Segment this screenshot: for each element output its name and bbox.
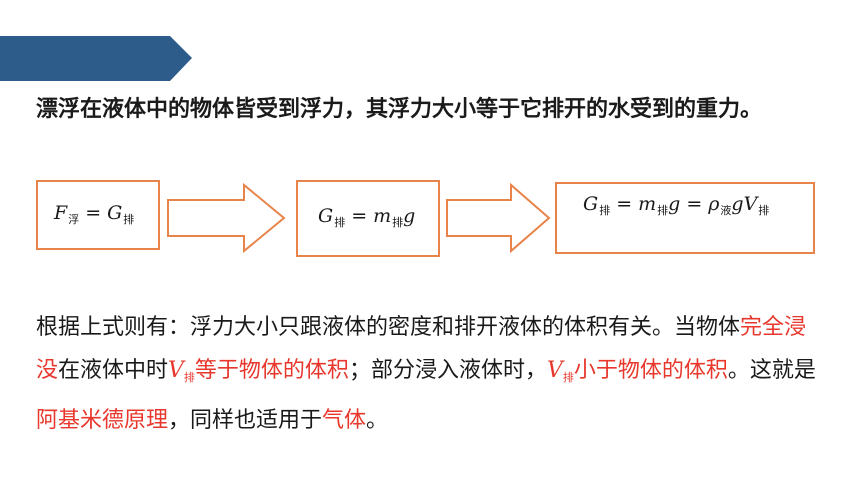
intro-statement: 漂浮在液体中的物体皆受到浮力，其浮力大小等于它排开的水受到的重力。 (36, 97, 763, 122)
var-v-displaced: V排 (168, 358, 195, 384)
var-v-displaced: V排 (546, 358, 574, 384)
section-banner (0, 36, 192, 81)
highlight-gas: 气体 (322, 408, 367, 433)
highlight-fully-immersed: 完全浸没 (36, 315, 807, 383)
principle-paragraph: 根据上式则有：浮力大小只跟液体的密度和排开液体的体积有关。当物体完全浸没在液体中… (36, 315, 816, 433)
highlight-equals-volume: 等于物体的体积 (194, 358, 349, 383)
formula-box-1 (36, 180, 160, 250)
formula-1: F浮=G排 (54, 202, 135, 226)
arrow-right-icon (446, 182, 551, 254)
highlight-archimedes: 阿基米德原理 (36, 408, 169, 433)
section-title: 实验小结 (30, 8, 130, 36)
formula-3: G排=m排g=ρ液gV排 (583, 193, 770, 217)
formula-box-2 (296, 180, 440, 257)
formula-box-3 (555, 182, 815, 254)
formula-2: G排=m排g (318, 205, 416, 229)
highlight-less-than-volume: 小于物体的体积 (573, 358, 728, 383)
arrow-right-icon (167, 182, 286, 254)
